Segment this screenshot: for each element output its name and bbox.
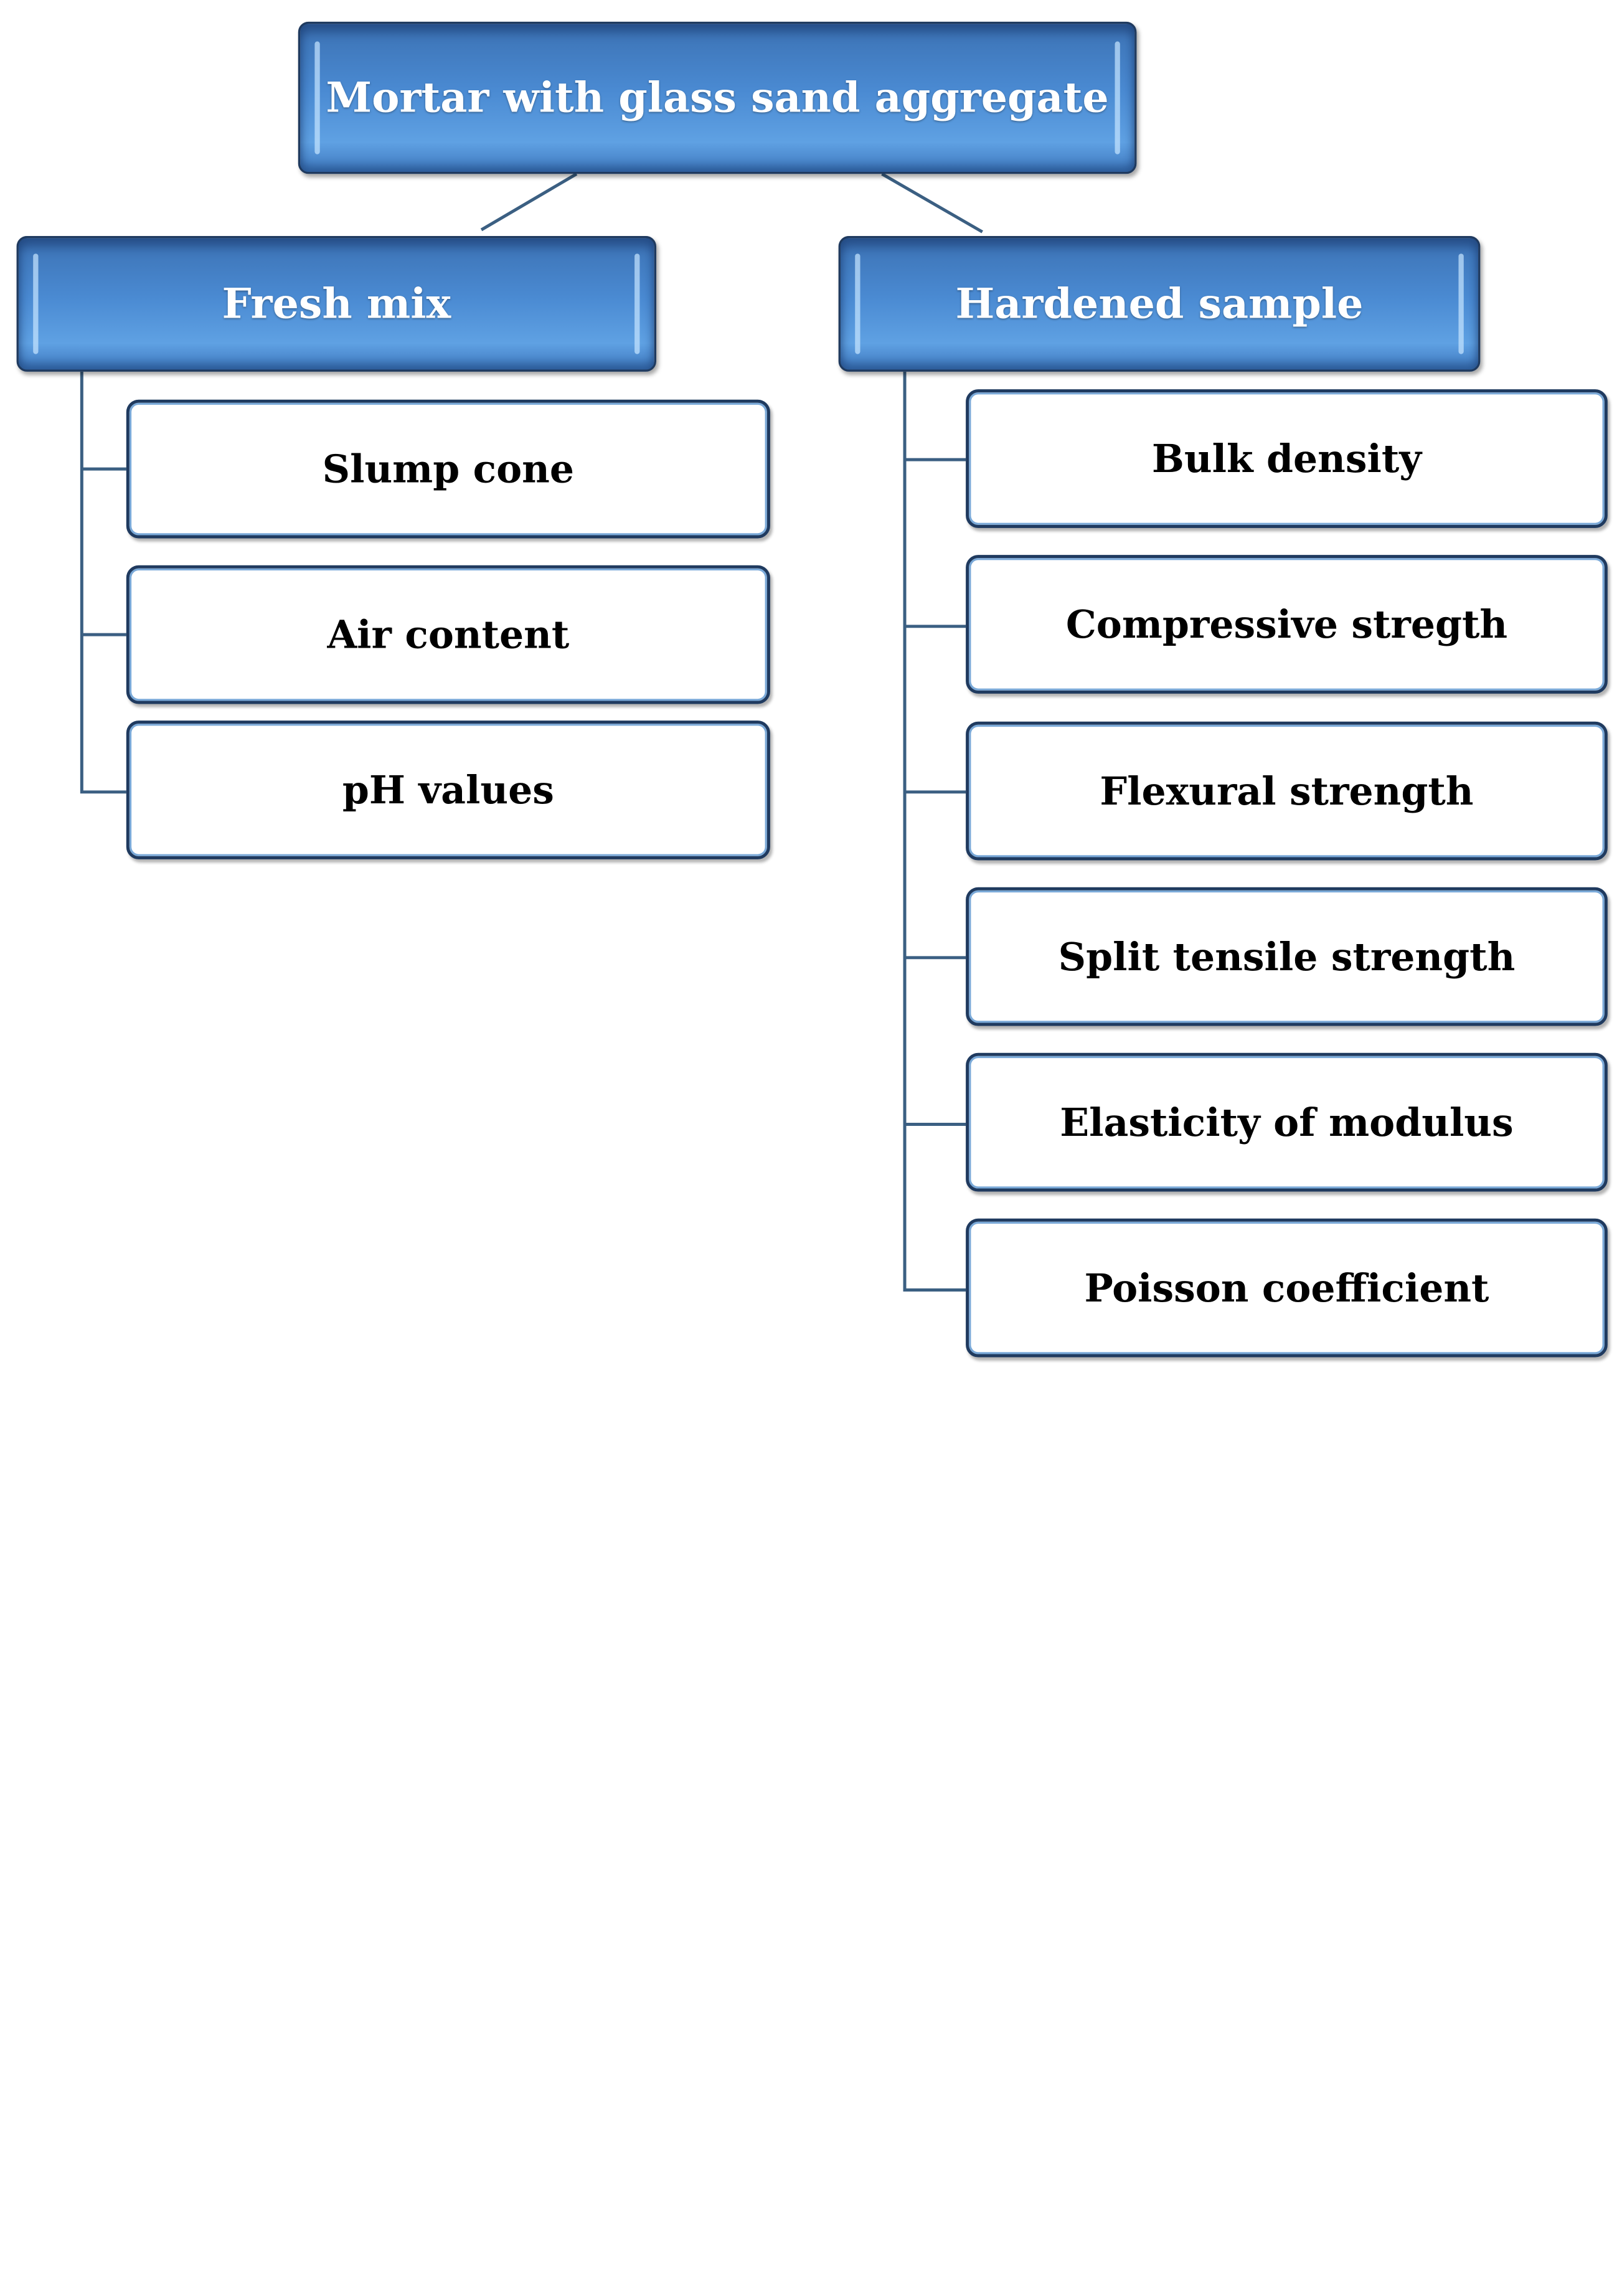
branch-node-hardened-sample: Hardened sample: [838, 236, 1481, 372]
leaf-node-poisson-coefficient: Poisson coefficient: [966, 1218, 1608, 1358]
leaf-node-ph-values: pH values: [126, 720, 770, 859]
root-node-label: Mortar with glass sand aggregate: [326, 73, 1109, 123]
branch-node-fresh-mix: Fresh mix: [16, 236, 657, 372]
leaf-node-label: Split tensile strength: [1058, 933, 1516, 980]
fresh-mix-bracket-line: [80, 371, 126, 794]
root-to-hardened-sample-line: [881, 172, 983, 234]
branch-node-label: Fresh mix: [222, 279, 451, 329]
leaf-node-compressive-strength: Compressive stregth: [966, 555, 1608, 694]
leaf-node-split-tensile-strength: Split tensile strength: [966, 887, 1608, 1026]
leaf-node-label: Poisson coefficient: [1084, 1265, 1489, 1311]
leaf-node-label: Air content: [327, 612, 570, 658]
root-node: Mortar with glass sand aggregate: [298, 21, 1137, 174]
hardened-sample-bracket-line: [903, 371, 966, 1292]
leaf-node-air-content: Air content: [126, 565, 770, 704]
leaf-node-label: Bulk density: [1151, 435, 1422, 482]
leaf-node-slump-cone: Slump cone: [126, 399, 770, 539]
root-to-fresh-mix-line: [480, 172, 578, 232]
branch-node-label: Hardened sample: [955, 279, 1364, 329]
leaf-node-label: Slump cone: [322, 446, 575, 492]
leaf-node-label: Compressive stregth: [1065, 601, 1508, 648]
connector-lines: [80, 172, 983, 1292]
leaf-node-label: Elasticity of modulus: [1060, 1099, 1514, 1145]
leaf-node-elasticity-of-modulus: Elasticity of modulus: [966, 1052, 1608, 1192]
leaf-node-bulk-density: Bulk density: [966, 389, 1608, 528]
leaf-node-label: pH values: [342, 767, 554, 813]
leaf-node-label: Flexural strength: [1100, 768, 1474, 814]
leaf-node-flexural-strength: Flexural strength: [966, 721, 1608, 861]
